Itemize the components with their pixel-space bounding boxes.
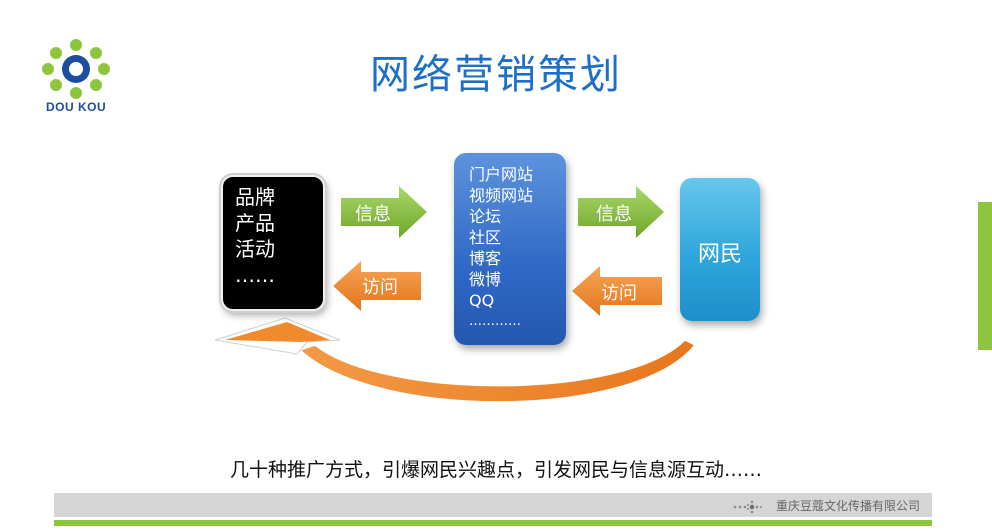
visit-arrow-left-icon [333, 261, 421, 311]
brand-box [221, 175, 325, 311]
channel-item: 微博 [469, 270, 502, 289]
brand-item: 活动 [235, 237, 275, 261]
brand-item: …… [235, 263, 275, 287]
channel-item: ………… [469, 314, 521, 329]
side-accent-bar [978, 202, 992, 350]
summary-text: 几十种推广方式，引爆网民兴趣点，引发网民与信息源互动…… [229, 459, 762, 481]
info-label-left: 信息 [355, 204, 391, 225]
visit-label-right: 访问 [601, 283, 637, 304]
info-arrow-right-icon [341, 186, 427, 238]
channel-item: 门户网站 [469, 165, 534, 184]
footer-accent-line [54, 520, 932, 526]
user-box [680, 178, 760, 321]
footer-bar [54, 493, 932, 517]
dots-logo-icon [733, 500, 762, 514]
channel-item: 论坛 [469, 207, 502, 226]
user-label: 网民 [697, 242, 742, 267]
flower-logo-icon [42, 39, 110, 99]
channel-item: 博客 [469, 249, 502, 268]
channel-item: QQ [469, 291, 495, 310]
channel-box [454, 153, 566, 345]
visit-label-left: 访问 [362, 277, 398, 298]
brand-item: 产品 [235, 211, 275, 235]
company-name: 重庆豆蔻文化传播有限公司 [776, 499, 921, 513]
visit-arrow-left-icon [572, 266, 662, 316]
page-title: 网络营销策划 [370, 52, 622, 98]
info-arrow-right-icon [578, 186, 664, 238]
channel-list: 门户网站 视频网站 论坛 社区 博客 微博 QQ ………… [469, 164, 533, 332]
brand-item: 品牌 [235, 185, 275, 209]
feedback-curve-arrow [214, 317, 697, 403]
info-label-right: 信息 [596, 204, 632, 225]
channel-item: 视频网站 [469, 186, 534, 205]
logo-text: DOU KOU [46, 100, 107, 114]
channel-item: 社区 [469, 228, 502, 247]
brand-list: 品牌 产品 活动 …… [235, 184, 275, 288]
